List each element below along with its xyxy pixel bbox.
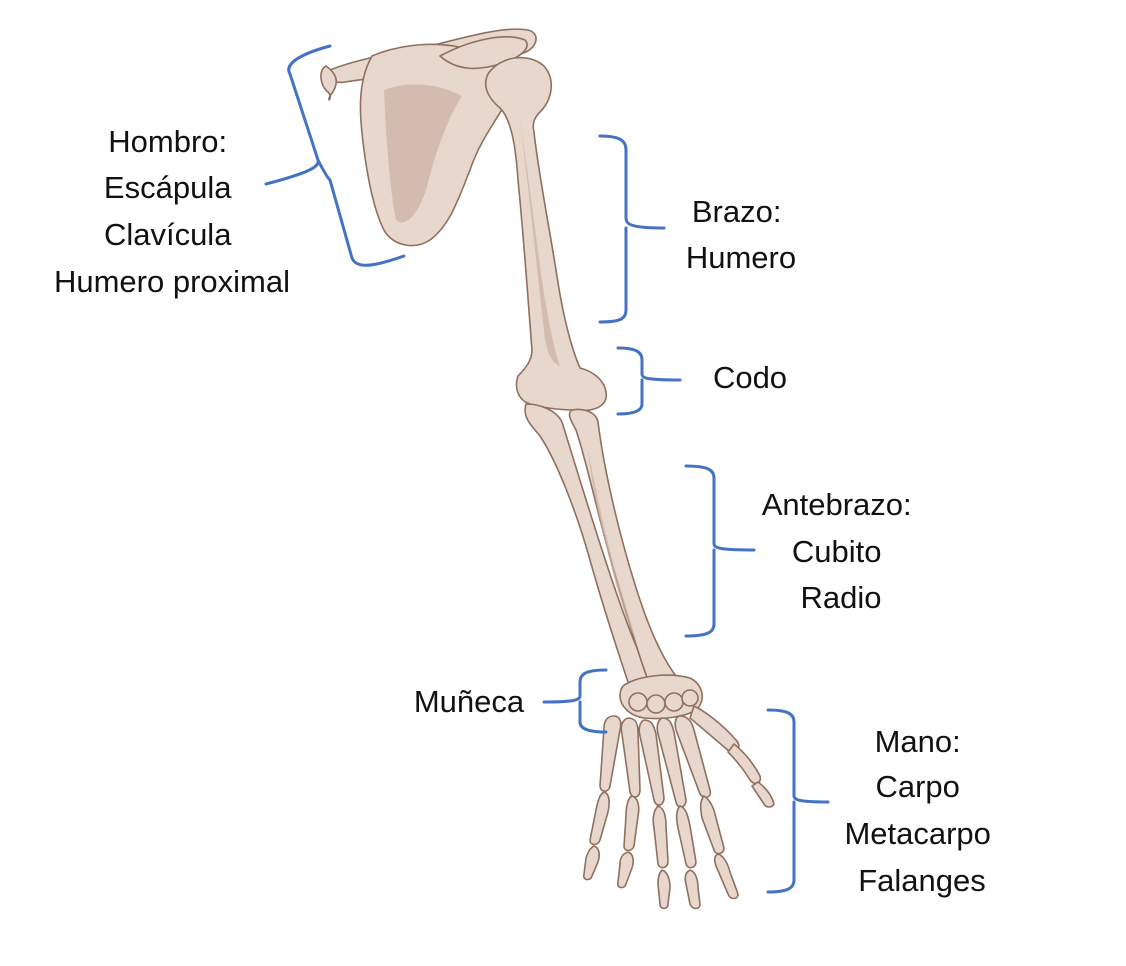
hombro-item-clavicula: Clavícula	[104, 217, 232, 252]
antebrazo-label: Antebrazo: Cubito Radio	[762, 487, 921, 615]
antebrazo-item-radio: Radio	[801, 580, 882, 615]
codo-title: Codo	[713, 360, 787, 395]
mano-item-falanges: Falanges	[858, 863, 986, 898]
finger-little	[616, 717, 641, 889]
muneca-bracket	[542, 668, 608, 734]
hombro-title: Hombro:	[108, 124, 227, 159]
brazo-bracket	[598, 134, 666, 324]
mano-item-carpo: Carpo	[875, 769, 959, 804]
hombro-label: Hombro: Escápula Clavícula Humero proxim…	[54, 124, 290, 299]
antebrazo-title: Antebrazo:	[762, 487, 912, 522]
muneca-title: Muñeca	[414, 684, 525, 719]
carpal-4	[681, 689, 699, 707]
carpal-1	[628, 692, 648, 712]
hombro-item-escapula: Escápula	[104, 170, 232, 205]
codo-label: Codo	[713, 360, 787, 395]
thumb-phalanx-proximal	[727, 743, 762, 785]
brazo-item-humero: Humero	[686, 240, 796, 275]
finger-middle	[656, 717, 701, 910]
brazo-title: Brazo:	[692, 194, 782, 229]
finger-ring	[638, 719, 671, 910]
hombro-bracket	[264, 44, 406, 267]
finger-index	[674, 715, 739, 900]
finger-fifth	[582, 715, 622, 881]
antebrazo-bracket	[684, 464, 756, 638]
clavicle-end	[320, 65, 338, 101]
arm-skeleton-illustration	[320, 28, 775, 910]
carpal-2	[646, 694, 666, 714]
hombro-item-humero-proximal: Humero proximal	[54, 264, 290, 299]
antebrazo-item-cubito: Cubito	[792, 534, 882, 569]
thumb-phalanx-distal	[751, 781, 775, 808]
humerus-bone	[484, 56, 607, 412]
codo-bracket	[616, 346, 682, 416]
brazo-label: Brazo: Humero	[686, 194, 796, 275]
carpal-3	[664, 692, 684, 712]
scapula-shade	[384, 84, 462, 223]
mano-title: Mano:	[875, 724, 961, 759]
mano-item-metacarpo: Metacarpo	[844, 816, 990, 851]
mano-label: Mano: Carpo Metacarpo Falanges	[844, 724, 999, 898]
mano-bracket	[766, 708, 830, 894]
muneca-label: Muñeca	[414, 684, 525, 719]
